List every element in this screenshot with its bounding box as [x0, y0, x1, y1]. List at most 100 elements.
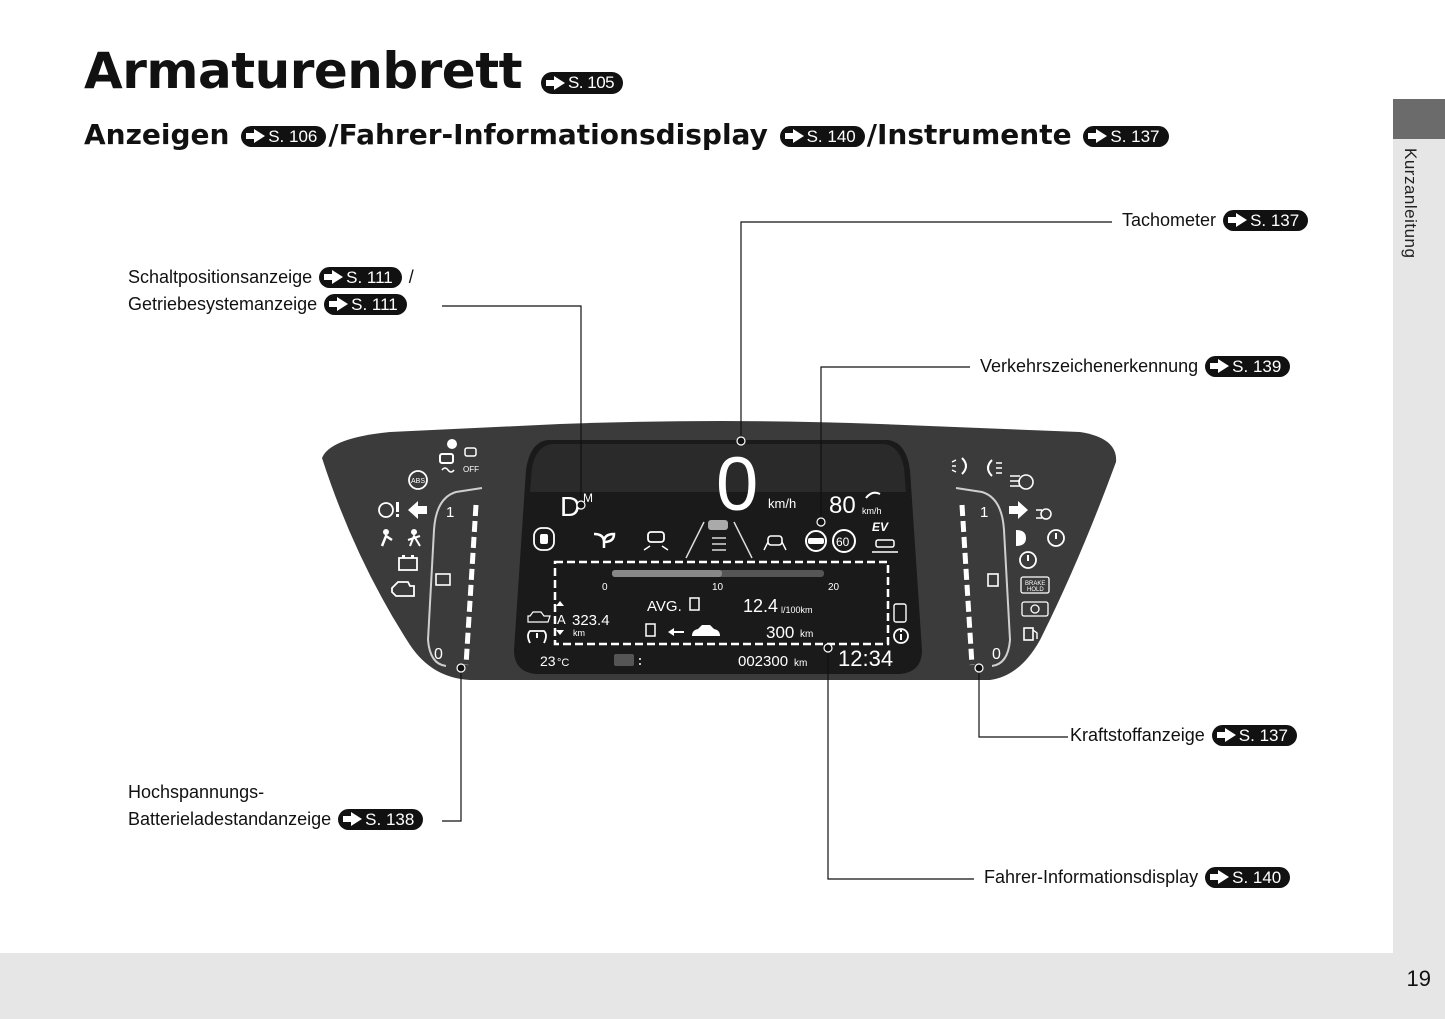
- svg-text:HOLD: HOLD: [1027, 587, 1044, 593]
- left-warning-icons: OFF ABS: [378, 439, 479, 597]
- headlight-icon: [1036, 508, 1052, 520]
- turn-left-icon: [408, 501, 427, 519]
- leader-lines: [442, 221, 1112, 880]
- leader-tachometer: [740, 221, 1112, 441]
- range-arrow-icon: [668, 628, 684, 636]
- no-passing-sign-icon: [805, 530, 827, 552]
- page-ref-link[interactable]: S. 105: [540, 71, 624, 94]
- left-gauge-bar: [463, 504, 479, 666]
- speed-limit-sign-icon: 60: [832, 529, 856, 553]
- outside-temp-unit: °C: [557, 657, 569, 669]
- rear-fog-icon: [987, 459, 1002, 477]
- page-number: 19: [1406, 966, 1431, 991]
- range-unit: km: [800, 629, 813, 640]
- leader-point-tachometer: [736, 436, 746, 446]
- odometer-value: 002300: [738, 653, 788, 670]
- energy-tick-0: 0: [602, 582, 608, 593]
- fuel-cap-icon: [987, 573, 999, 587]
- eco-mode-icon: [593, 532, 616, 548]
- acc-vehicle-icon: [708, 520, 728, 551]
- page-subtitle: Anzeigen S. 106/Fahrer-Informationsdispl…: [84, 118, 1171, 151]
- arrow-right-icon: [1210, 870, 1230, 885]
- side-tab-label[interactable]: Kurzanleitung: [1401, 148, 1420, 259]
- odometer-unit: km: [794, 658, 807, 669]
- seatbelt-icon: [407, 529, 421, 547]
- leader-point-hochspannung: [456, 663, 466, 673]
- collision-mitigation-icon: [643, 531, 669, 551]
- arrow-right-icon: [1088, 129, 1108, 143]
- subtitle-ref-link-3[interactable]: S. 137: [1083, 125, 1169, 147]
- svg-text:BRAKE: BRAKE: [1025, 581, 1045, 587]
- callout-kraftstoff-ref[interactable]: S. 137: [1211, 724, 1297, 746]
- callout-verkehrszeichen-ref[interactable]: S. 139: [1205, 355, 1291, 377]
- arrow-right-icon: [1216, 728, 1236, 743]
- left-gauge-bottom-label: 0: [434, 646, 443, 663]
- turn-right-icon: [1009, 501, 1028, 519]
- front-fog-icon: [951, 457, 967, 475]
- callout-schaltposition-text: Schaltpositionsanzeige: [128, 267, 313, 287]
- subtitle-ref-link-2[interactable]: S. 140: [779, 125, 865, 147]
- callout-getriebesystem-text: Getriebesystemanzeige: [128, 294, 318, 314]
- info-icons: [893, 603, 909, 644]
- leader-points: [456, 436, 984, 673]
- subtitle-part-1: Anzeigen: [84, 118, 230, 151]
- speed-value: 0: [716, 442, 758, 527]
- side-tab-marker: [1393, 99, 1445, 139]
- leader-point-fahrer-info: [823, 643, 833, 653]
- leader-point-schaltposition: [576, 500, 586, 510]
- battery-icon: [398, 555, 418, 571]
- tpms-icon: [527, 630, 547, 644]
- leader-verkehrszeichen: [820, 366, 970, 522]
- driver-attention-icon: [893, 603, 907, 623]
- engine-check-icon: [391, 581, 415, 597]
- trip-value: 323.4: [572, 612, 610, 629]
- right-gauge-bar: [959, 504, 975, 666]
- subtitle-part-2: /Fahrer-Informationsdisplay: [328, 118, 768, 151]
- page-footer: [0, 953, 1393, 1019]
- trip-section: [527, 601, 564, 644]
- callout-tachometer-text: Tachometer: [1122, 210, 1217, 230]
- indicator-dot-icon: [447, 439, 457, 449]
- trip-up-arrow-icon: [556, 601, 564, 606]
- callout-tachometer: Tachometer S. 137: [1122, 207, 1310, 234]
- gear-mode: M: [583, 491, 593, 505]
- subtitle-ref-link-1[interactable]: S. 106: [241, 125, 327, 147]
- right-gauge-top-label: 1: [980, 504, 988, 521]
- callout-verkehrszeichen-text: Verkehrszeichenerkennung: [980, 356, 1199, 376]
- avg-consumption-unit: l/100km: [781, 605, 813, 615]
- left-gauge-top-label: 1: [446, 504, 454, 521]
- tpms-warning-icon: [1019, 551, 1037, 569]
- callout-getriebesystem-ref[interactable]: S. 111: [324, 293, 407, 315]
- airbag-icon: [380, 529, 393, 547]
- brake-warning-icon: [1047, 529, 1065, 547]
- left-gauge-frame: [426, 487, 483, 667]
- trip-unit: km: [573, 628, 585, 638]
- leader-schaltposition: [442, 305, 582, 505]
- arrow-right-icon: [343, 812, 363, 827]
- leader-hochspannung: [442, 668, 462, 822]
- fuel-pump-icon: [689, 597, 700, 611]
- callout-fahrer-info-ref[interactable]: S. 140: [1205, 866, 1291, 888]
- leader-kraftstoff: [978, 668, 1068, 738]
- trip-label: A: [557, 612, 566, 627]
- screen-icons-row: 60 EV: [533, 520, 898, 559]
- callout-hochspannung-line1: Hochspannungs-: [128, 779, 264, 806]
- road-departure-icon: [763, 535, 787, 551]
- callout-hochspannung-ref[interactable]: S. 138: [338, 808, 424, 830]
- auto-high-beam-icon: [1010, 474, 1034, 490]
- callout-tachometer-ref[interactable]: S. 137: [1223, 209, 1309, 231]
- page-title: Armaturenbrett S. 105: [84, 42, 625, 100]
- lane-road-right: [733, 521, 753, 559]
- callout-getriebesystem: Getriebesystemanzeige S. 111: [128, 291, 409, 318]
- charging-icon: [435, 573, 451, 586]
- parking-brake-icon: [1021, 601, 1049, 617]
- stability-control-icon: [439, 453, 455, 473]
- avg-label: AVG.: [647, 598, 682, 615]
- callout-hochspannung-text-1: Hochspannungs-: [128, 782, 265, 802]
- range-section: [645, 623, 720, 637]
- subtitle-part-3: /Instrumente: [866, 118, 1072, 151]
- range-fuel-icon: [645, 623, 656, 637]
- arrow-right-icon: [784, 129, 804, 143]
- callout-schaltposition-ref[interactable]: S. 111: [319, 266, 402, 288]
